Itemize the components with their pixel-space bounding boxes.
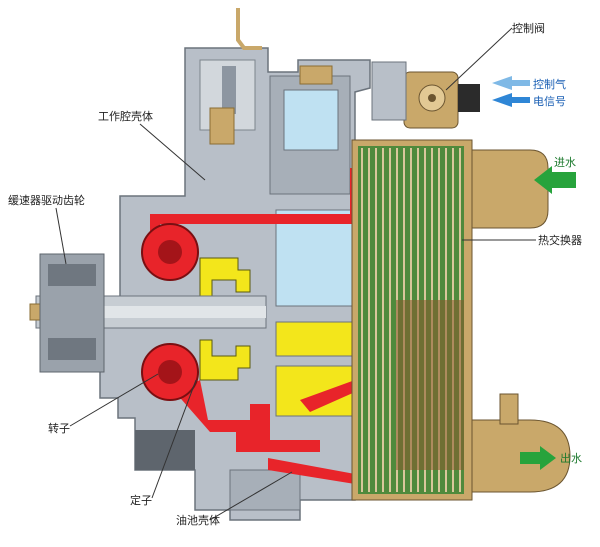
control-valve-label: 控制阀: [512, 21, 545, 35]
rotor: [141, 223, 199, 401]
leader-lines: [55, 27, 536, 521]
working-chamber-housing-label: 工作腔壳体: [98, 109, 153, 123]
rotor-label: 转子: [48, 421, 70, 435]
control-valve: [371, 61, 480, 129]
control-air-label: 控制气: [533, 77, 566, 91]
shaft: [29, 253, 267, 373]
electric-signal-arrow: [492, 93, 530, 107]
control-air-arrow: [492, 76, 530, 90]
water-out-label: 出水: [560, 451, 582, 465]
yellow-inserts: [199, 257, 353, 417]
water-in-label: 进水: [554, 156, 576, 169]
oil-sump-housing-label: 油池壳体: [176, 513, 220, 527]
heat-exchanger-label: 热交换器: [538, 233, 582, 247]
water-out-arrow: [520, 446, 556, 470]
flow-arrows: [492, 76, 576, 470]
coolant-chamber: [275, 65, 353, 307]
retarder-drive-gear-label: 缓速器驱动齿轮: [8, 193, 85, 207]
heat-exchanger: [351, 139, 571, 501]
electric-signal-label: 电信号: [533, 95, 566, 108]
breather-pipe: [236, 8, 262, 50]
water-in-arrow: [534, 166, 576, 194]
stator-label: 定子: [130, 493, 152, 507]
